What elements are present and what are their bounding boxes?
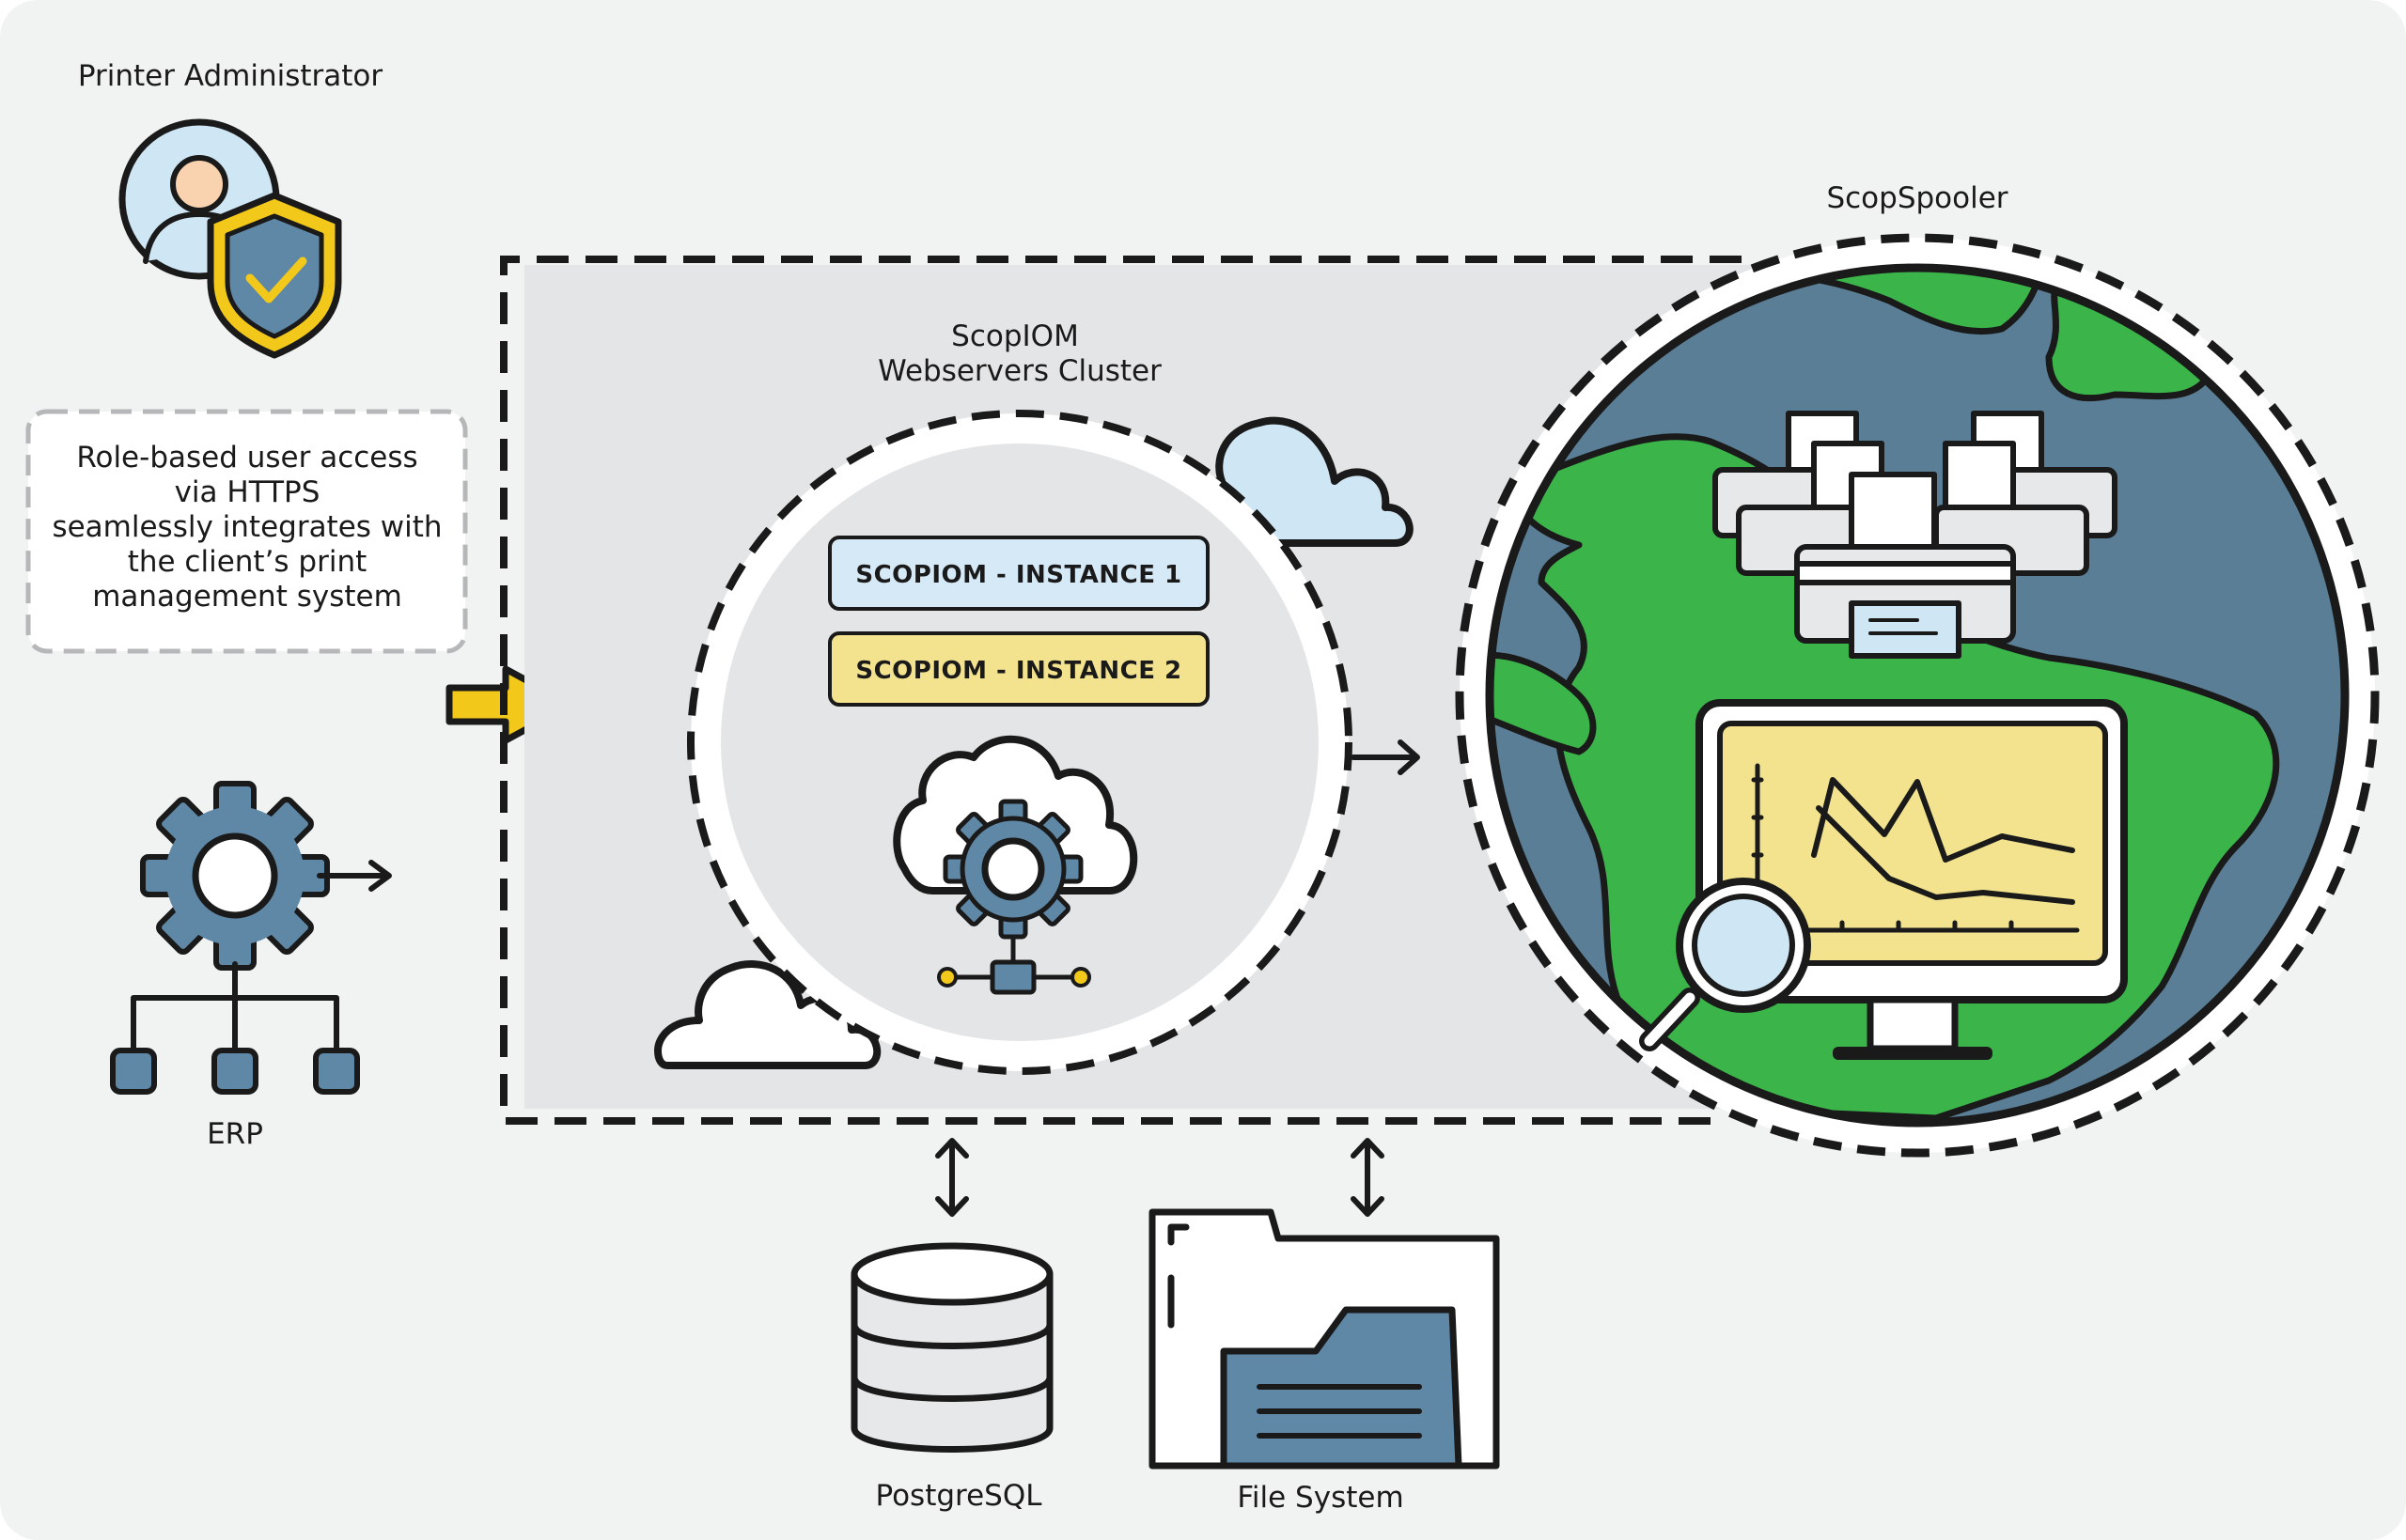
printer-icon (1712, 411, 2117, 659)
db-arrow (935, 1138, 969, 1217)
note-line-3: seamlessly integrates with (52, 510, 442, 544)
instance-2-box (828, 631, 1210, 707)
magnifier-icon (1639, 878, 1811, 1051)
folder-icon (1148, 1208, 1500, 1470)
admin-shield-icon (118, 118, 342, 359)
postgres-label: PostgreSQL (875, 1479, 1042, 1513)
scopspooler-label: ScopSpooler (1826, 181, 2008, 215)
spooler-circle-border (1455, 233, 2380, 1158)
cluster-title-line-1: ScopIOM (951, 319, 1079, 353)
note-line-2: via HTTPS (175, 475, 320, 509)
note-line-1: Role-based user access (76, 441, 417, 474)
arrow-right-icon (1351, 739, 1420, 775)
cluster-title-line-2: Webservers Cluster (878, 354, 1162, 388)
access-note-text: Role-based user access via HTTPS seamles… (52, 441, 442, 614)
erp-gear-icon (110, 781, 392, 1095)
cloud-gear-icon (893, 735, 1138, 995)
printer-admin-label: Printer Administrator (78, 59, 383, 93)
access-note-box (25, 409, 468, 654)
cluster-circle-border (687, 410, 1352, 1075)
cluster-panel-border (500, 256, 1748, 1125)
note-line-4: the client’s print (128, 545, 367, 579)
erp-label: ERP (207, 1117, 263, 1151)
instance-1-label: SCOPIOM - INSTANCE 1 (855, 561, 1181, 589)
fs-arrow (1351, 1138, 1384, 1217)
note-line-5: management system (92, 580, 402, 614)
instance-2-label: SCOPIOM - INSTANCE 2 (855, 657, 1181, 685)
instance-1-box (828, 536, 1210, 611)
file-system-label: File System (1237, 1481, 1403, 1515)
database-icon (851, 1242, 1054, 1453)
